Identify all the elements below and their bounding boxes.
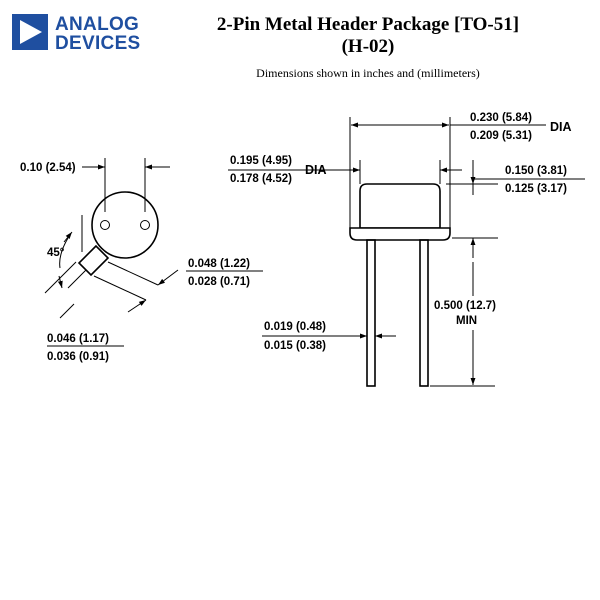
logo: ANALOG DEVICES	[12, 14, 141, 54]
body-dia-max: 0.195 (4.95)	[230, 155, 292, 167]
height-min: 0.125 (3.17)	[505, 183, 567, 195]
angle-arc	[59, 237, 69, 269]
tab-length-ext-2	[44, 261, 77, 294]
logo-line2: DEVICES	[55, 33, 141, 54]
logo-line1: ANALOG	[55, 14, 139, 35]
tab-width-arrow-top	[157, 269, 179, 286]
body-dia-min: 0.178 (4.52)	[230, 173, 292, 185]
page-subtitle: Dimensions shown in inches and (millimet…	[256, 66, 480, 80]
tab-width-max: 0.048 (1.22)	[188, 258, 250, 270]
angle-label: 45°	[47, 247, 65, 259]
flange-dia-max: 0.230 (5.84)	[470, 112, 532, 124]
tab-width-ext-2	[107, 261, 159, 286]
tab-length-min: 0.036 (0.91)	[47, 351, 109, 363]
triangle-logo-icon	[20, 20, 42, 44]
tab-width-ext-1	[93, 275, 147, 301]
lead-length-suffix: MIN	[456, 315, 477, 327]
pin-spacing-label: 0.10 (2.54)	[20, 162, 76, 174]
package-circle	[91, 191, 159, 259]
lead-length-label: 0.500 (12.7)	[434, 300, 496, 312]
height-max: 0.150 (3.81)	[505, 165, 567, 177]
flange-dia-min: 0.209 (5.31)	[470, 130, 532, 142]
pin-1	[100, 220, 110, 230]
tab-length-max: 0.046 (1.17)	[47, 333, 109, 345]
tab-width-min: 0.028 (0.71)	[188, 276, 250, 288]
lead-2	[419, 239, 429, 387]
top-view: 0.10 (2.54) 45° 0.046 (1.17) 0.036 (0.91…	[20, 158, 263, 363]
orientation-tab	[77, 244, 110, 277]
pin-2	[140, 220, 150, 230]
lead-1	[366, 239, 376, 387]
tab-length-ext-1	[67, 269, 87, 289]
body-dia-suffix: DIA	[305, 163, 327, 177]
tab-length-arrow	[59, 303, 75, 319]
page-title-code: (H-02)	[342, 36, 395, 57]
lead-dia-max: 0.019 (0.48)	[264, 321, 326, 333]
side-view: 0.230 (5.84) 0.209 (5.31) DIA 0.195 (4.9…	[228, 112, 585, 387]
page-title: 2-Pin Metal Header Package [TO-51]	[217, 14, 519, 35]
flange-dia-suffix: DIA	[550, 120, 572, 134]
package-cap	[359, 183, 441, 229]
lead-dia-min: 0.015 (0.38)	[264, 340, 326, 352]
package-flange	[349, 227, 451, 241]
tab-width-arrow-bottom	[127, 299, 147, 313]
angle-arrow-top	[63, 231, 73, 243]
